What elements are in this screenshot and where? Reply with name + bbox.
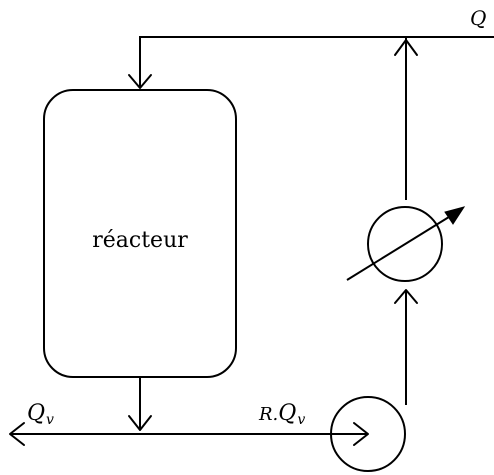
bottom-right-arrowhead (353, 422, 369, 446)
pump-circle (330, 396, 406, 472)
top-right-flow-symbol: Q (470, 6, 486, 30)
reactor-label: réacteur (92, 228, 188, 253)
feed-arrowhead (128, 74, 152, 89)
middle-bottom-flow-label: R.Qv (258, 401, 305, 428)
middle-bottom-flow-subscript: v (297, 412, 305, 428)
middle-bottom-flow-symbol: Q (278, 401, 296, 426)
heat-exchanger-adjust-line (346, 211, 458, 281)
recycle-ratio-prefix: R. (258, 404, 278, 425)
bottom-left-arrowhead (9, 422, 25, 446)
heat-exchanger-circle (367, 206, 443, 282)
heat-exchanger-adjust-arrowhead (444, 206, 466, 225)
left-bottom-flow-subscript: v (46, 412, 54, 428)
pump-to-heater-arrowhead (394, 289, 418, 304)
left-bottom-flow-symbol: Q (27, 401, 45, 426)
left-bottom-flow-label: Qv (27, 401, 54, 428)
top-right-flow-label: Q (470, 6, 486, 30)
top-feed-line (139, 36, 494, 88)
heater-to-top-arrowhead (394, 39, 418, 56)
reactor-bottom-outlet-arrowhead (128, 415, 152, 431)
